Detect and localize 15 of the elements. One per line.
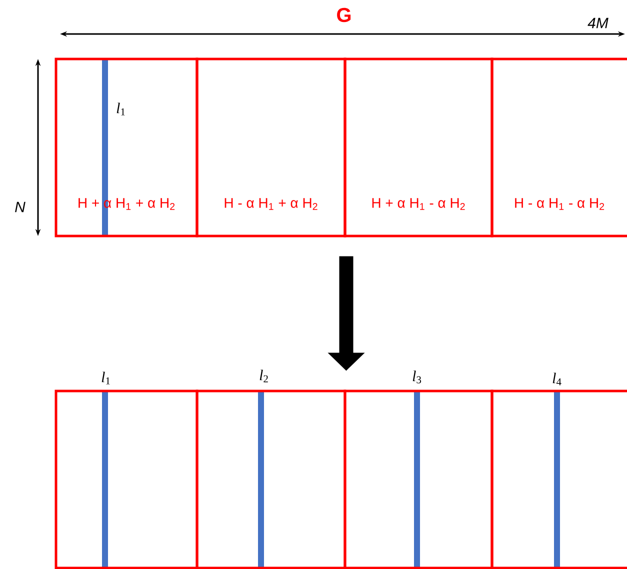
bar-label: l$_{1}$ — [116, 102, 125, 116]
dimension-label: 4M — [588, 18, 608, 28]
box: l$_{3}$ — [344, 370, 494, 569]
box: l$_{2}$ — [196, 370, 346, 569]
formula-box: H - α H$_{1}$ + α H$_{2}$ — [196, 58, 346, 238]
formula-box: H + α H$_{1}$ - α H$_{2}$ — [344, 58, 494, 238]
dimension-label: N — [15, 202, 26, 212]
node-label: l$_{4}$ — [552, 372, 562, 386]
dimension-label: G — [337, 8, 351, 22]
node-label: l$_{2}$ — [260, 370, 268, 382]
box: l$_{4}$ — [490, 372, 627, 569]
formula-box: H - α H$_{1}$ - α H$_{2}$ — [490, 58, 627, 238]
node-label: l$_{3}$ — [412, 370, 422, 384]
node-label: l$_{1}$ — [102, 372, 110, 384]
box: l$_{1}$ — [54, 372, 198, 569]
